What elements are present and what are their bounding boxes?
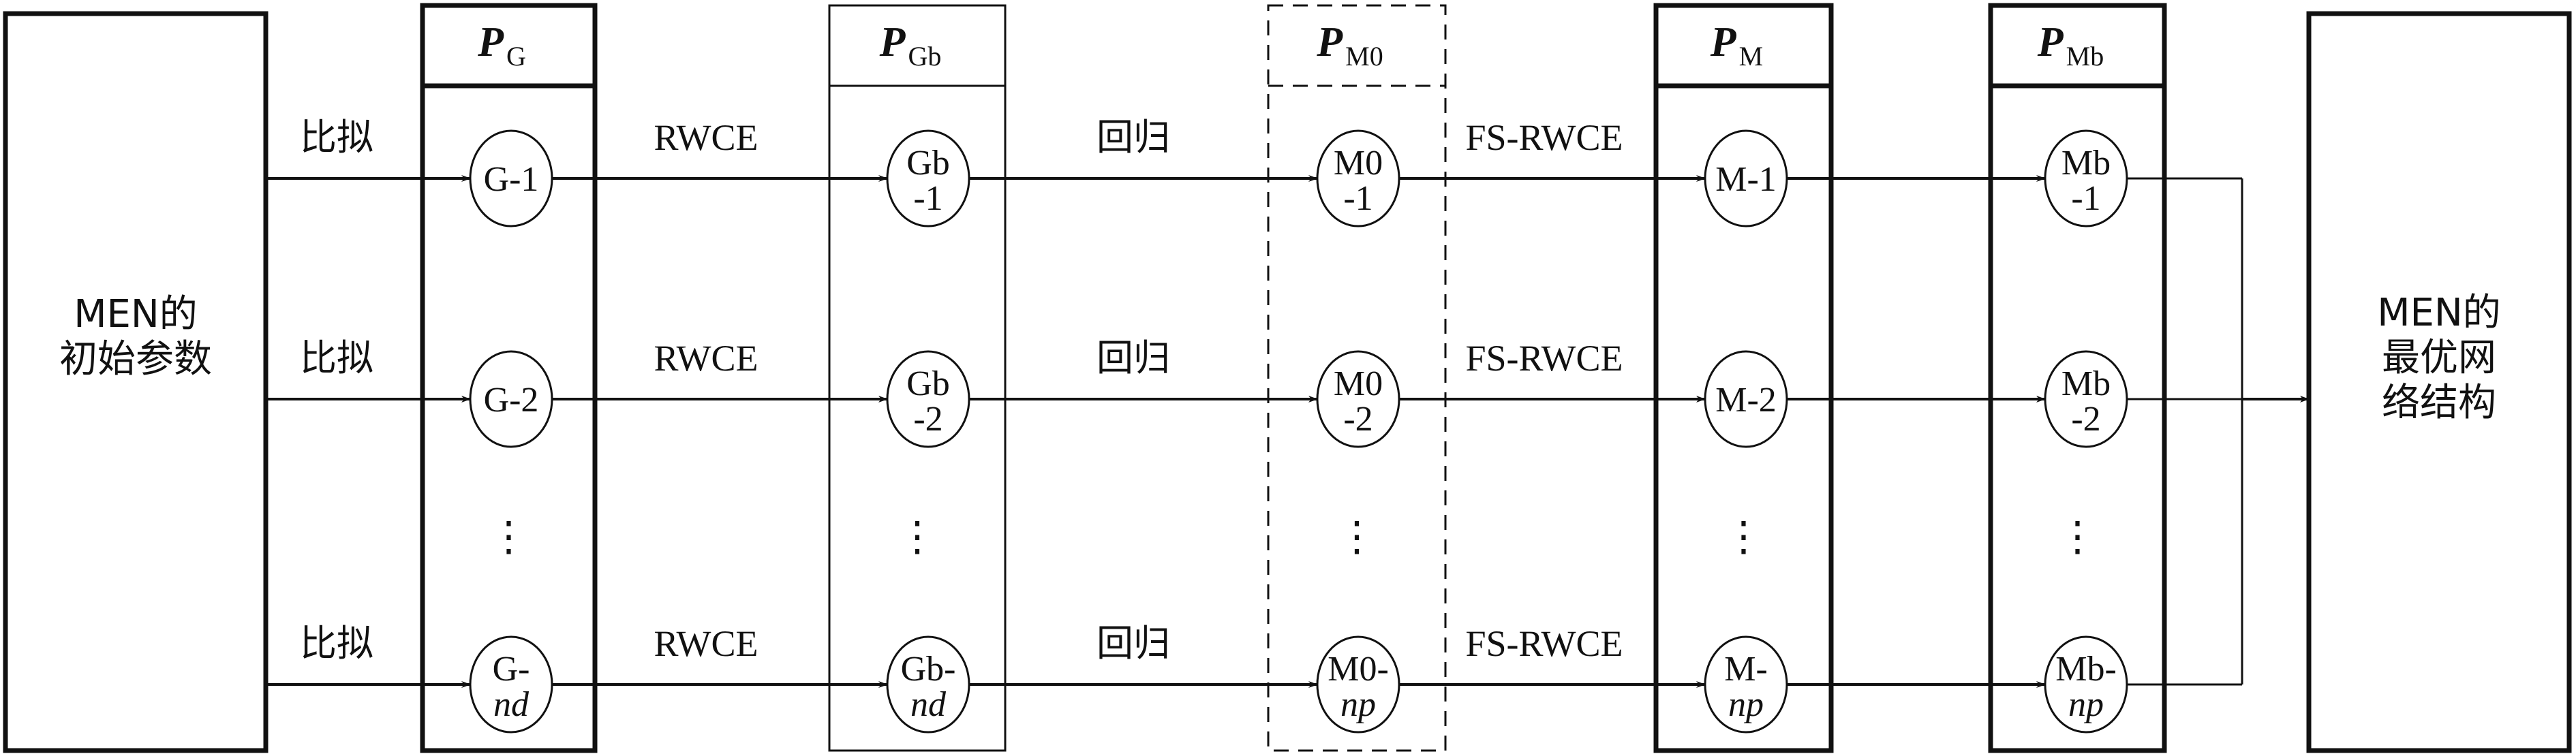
node-label: Mb (2061, 364, 2111, 403)
edge-label: RWCE (654, 623, 758, 664)
edge-label: FS-RWCE (1465, 338, 1623, 379)
edge-label: 比拟 (300, 116, 373, 159)
header-symbol: P (1316, 19, 1343, 65)
ellipsis: ⋮ (2057, 514, 2098, 559)
optimal-structure-label: 络结构 (2382, 381, 2496, 425)
edge-label: RWCE (654, 338, 758, 379)
header-subscript: Gb (908, 41, 941, 72)
node-label: G-1 (484, 160, 539, 199)
node-label: M- (1724, 650, 1768, 689)
edge-label: 比拟 (300, 622, 373, 665)
edge-label: RWCE (654, 117, 758, 158)
edge-label: FS-RWCE (1465, 623, 1623, 664)
node-label: Gb (906, 364, 950, 403)
initial-parameters-box (3, 11, 269, 753)
node-label: Gb- (901, 650, 956, 689)
header-symbol: P (1710, 19, 1737, 65)
node-label: G- (493, 650, 530, 689)
node-label: Mb (2061, 144, 2111, 183)
initial-parameters-label: MEN的 (74, 292, 198, 336)
node-label: M0 (1334, 364, 1383, 403)
header-symbol: P (477, 19, 504, 65)
header-subscript: M (1739, 41, 1764, 72)
node-label: np (1728, 685, 1764, 724)
population-box-M0 (1267, 4, 1447, 752)
node-label: Mb- (2055, 650, 2117, 689)
node-label: M0 (1334, 144, 1383, 183)
optimal-structure-box (2306, 11, 2572, 753)
header-subscript: Mb (2066, 41, 2104, 72)
edge-label: 比拟 (300, 336, 373, 379)
node-label: G-2 (484, 381, 539, 420)
ellipsis: ⋮ (489, 514, 530, 559)
initial-parameters-label: 初始参数 (59, 337, 212, 381)
population-box-Mb (1988, 3, 2167, 753)
ellipsis: ⋮ (1723, 514, 1764, 559)
node-label: M-1 (1715, 160, 1777, 199)
node-label: -1 (1343, 179, 1373, 218)
optimal-structure-label: MEN的 (2377, 291, 2501, 335)
header-symbol: P (2037, 19, 2064, 65)
node-label: -1 (913, 179, 942, 218)
header-subscript: G (506, 41, 526, 72)
population-box-M (1653, 3, 1834, 753)
node-label: nd (493, 685, 530, 724)
node-label: np (1340, 685, 1376, 724)
header-symbol: P (879, 19, 906, 65)
node-label: -2 (2071, 400, 2100, 439)
node-label: -1 (2071, 179, 2100, 218)
edge-label: 回归 (1097, 336, 1170, 379)
node-label: -2 (913, 400, 942, 439)
ellipsis: ⋮ (897, 514, 938, 559)
population-box-G (420, 3, 598, 753)
node-label: M0- (1328, 650, 1389, 689)
edge-label: 回归 (1097, 116, 1170, 159)
node-label: nd (910, 685, 947, 724)
node-label: Gb (906, 144, 950, 183)
header-subscript: M0 (1345, 41, 1383, 72)
node-label: M-2 (1715, 381, 1777, 420)
edge-label: 回归 (1097, 622, 1170, 665)
optimal-structure-label: 最优网 (2382, 336, 2496, 380)
node-label: np (2068, 685, 2104, 724)
ellipsis: ⋮ (1336, 514, 1377, 559)
edge-label: FS-RWCE (1465, 117, 1623, 158)
population-box-Gb (828, 4, 1007, 752)
node-label: -2 (1343, 400, 1373, 439)
